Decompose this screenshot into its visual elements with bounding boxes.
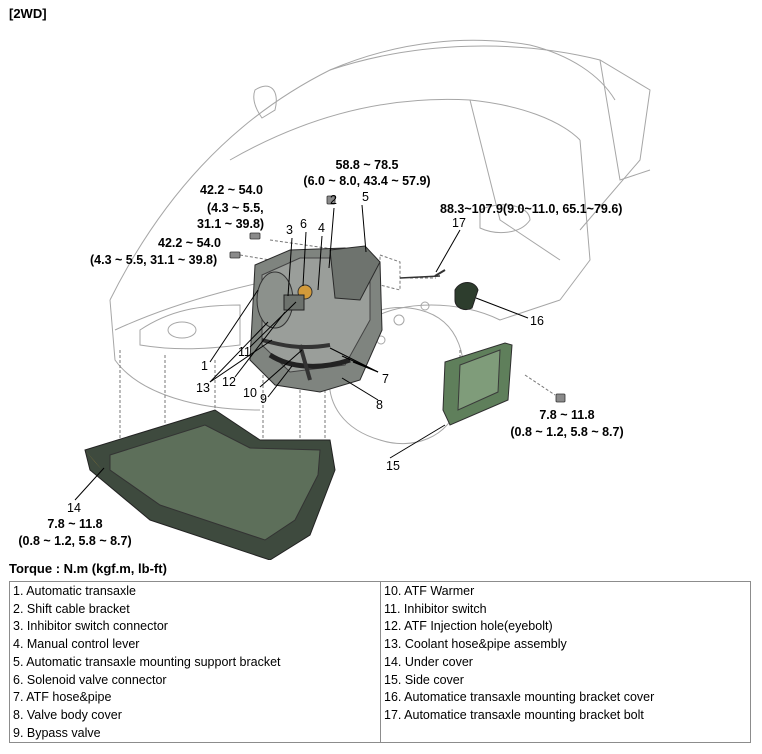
under-cover-part (84, 409, 336, 560)
legend-item: 10. ATF Warmer (384, 584, 475, 598)
callout-11: 11 (238, 345, 251, 359)
bolt-icons (229, 195, 566, 403)
callout-2: 2 (330, 193, 337, 207)
callout-7: 7 (382, 372, 389, 386)
torque-upper-left-line2: (4.3 ~ 5.5, (207, 201, 264, 215)
legend-item: 3. Inhibitor switch connector (13, 619, 168, 634)
legend-column-left: 1. Automatic transaxle 2. Shift cable br… (10, 582, 380, 742)
legend-item: 1. Automatic transaxle (13, 584, 136, 598)
torque-bottom-left-line1: 7.8 ~ 11.8 (47, 517, 102, 531)
legend-item: 8. Valve body cover (13, 707, 122, 722)
legend-item: 9. Bypass valve (13, 725, 101, 740)
legend-column-right: 10. ATF Warmer 11. Inhibitor switch 12. … (380, 582, 750, 742)
legend-item: 12. ATF Injection hole(eyebolt) (384, 619, 553, 634)
callout-10: 10 (243, 386, 257, 400)
torque-left-line1: 42.2 ~ 54.0 (158, 236, 221, 250)
legend-item: 11. Inhibitor switch (384, 601, 487, 616)
torque-unit-caption: Torque : N.m (kgf.m, lb-ft) (9, 561, 167, 576)
bracket-cover-part (454, 282, 479, 311)
torque-right-line1: 7.8 ~ 11.8 (539, 408, 594, 422)
torque-right-top: 88.3~107.9(9.0~11.0, 65.1~79.6) (440, 202, 622, 216)
legend-item: 13. Coolant hose&pipe assembly (384, 637, 567, 652)
legend-item: 6. Solenoid valve connector (13, 672, 167, 687)
legend-item: 17. Automatice transaxle mounting bracke… (384, 707, 644, 722)
callout-4: 4 (318, 221, 325, 235)
torque-top-center-line2: (6.0 ~ 8.0, 43.4 ~ 57.9) (303, 174, 430, 188)
legend-item: 4. Manual control lever (13, 637, 140, 652)
callout-6: 6 (300, 217, 307, 231)
legend-item: 7. ATF hose&pipe (13, 690, 112, 705)
callout-5: 5 (362, 190, 369, 204)
automatic-transaxle-assembly (249, 245, 383, 393)
callout-16: 16 (530, 314, 544, 328)
transaxle-mounting-bracket (399, 269, 446, 279)
torque-top-center-line1: 58.8 ~ 78.5 (336, 158, 399, 172)
exploded-diagram: 58.8 ~ 78.5 (6.0 ~ 8.0, 43.4 ~ 57.9) 42.… (18, 39, 651, 560)
legend-item: 16. Automatice transaxle mounting bracke… (384, 690, 655, 705)
legend-item: 15. Side cover (384, 672, 464, 687)
callout-12: 12 (222, 375, 236, 389)
callout-14: 14 (67, 501, 81, 515)
callout-13: 13 (196, 381, 210, 395)
callout-1: 1 (201, 359, 208, 373)
callout-3: 3 (286, 223, 293, 237)
legend-item: 14. Under cover (384, 654, 473, 669)
callout-9: 9 (260, 392, 267, 406)
side-cover-panel (457, 349, 501, 411)
torque-left-line2: (4.3 ~ 5.5, 31.1 ~ 39.8) (90, 253, 217, 267)
leader-lines (74, 204, 529, 501)
callout-8: 8 (376, 398, 383, 412)
torque-right-line2: (0.8 ~ 1.2, 5.8 ~ 8.7) (510, 425, 623, 439)
callout-17: 17 (452, 216, 466, 230)
legend-item: 5. Automatic transaxle mounting support … (13, 654, 281, 669)
parts-legend-table: 1. Automatic transaxle 2. Shift cable br… (9, 581, 751, 743)
legend-item: 2. Shift cable bracket (13, 601, 130, 616)
torque-upper-left-line3: 31.1 ~ 39.8) (197, 217, 264, 231)
torque-upper-left-line1: 42.2 ~ 54.0 (200, 183, 263, 197)
callout-15: 15 (386, 459, 400, 473)
diagram-header: [2WD] (9, 6, 47, 21)
torque-bottom-left-line2: (0.8 ~ 1.2, 5.8 ~ 8.7) (18, 534, 131, 548)
